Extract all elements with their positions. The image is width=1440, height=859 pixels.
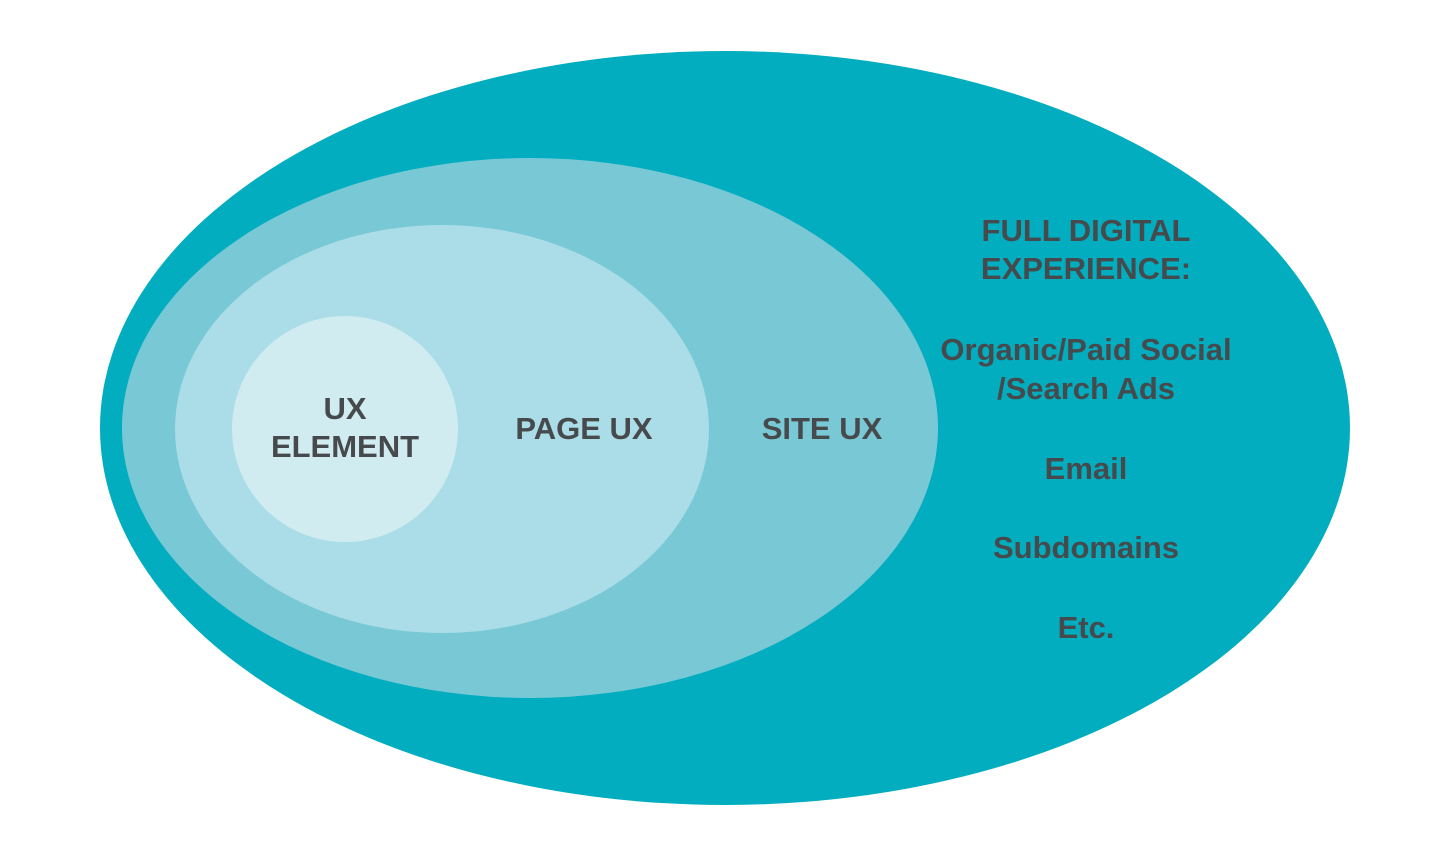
item-etc: Etc. — [1057, 610, 1115, 645]
site-ux-label: SITE UX — [761, 411, 883, 446]
full-digital-experience-title: FULL DIGITAL EXPERIENCE: — [936, 212, 1236, 288]
item-line: Organic/Paid Social — [940, 332, 1232, 367]
ux-element-label-line: UX — [323, 391, 367, 426]
title-line: FULL DIGITAL — [981, 213, 1191, 248]
item-organic-paid-social: Organic/Paid Social /Search Ads — [906, 331, 1266, 409]
ux-element-label-line: ELEMENT — [270, 428, 420, 464]
ux-element-label: UX ELEMENT — [245, 390, 445, 466]
item-email: Email — [1044, 451, 1128, 486]
item-line: /Search Ads — [996, 370, 1176, 406]
ux-element-circle — [232, 316, 458, 542]
title-line: EXPERIENCE: — [980, 250, 1192, 286]
item-subdomains: Subdomains — [992, 530, 1179, 565]
page-ux-label: PAGE UX — [515, 411, 653, 446]
